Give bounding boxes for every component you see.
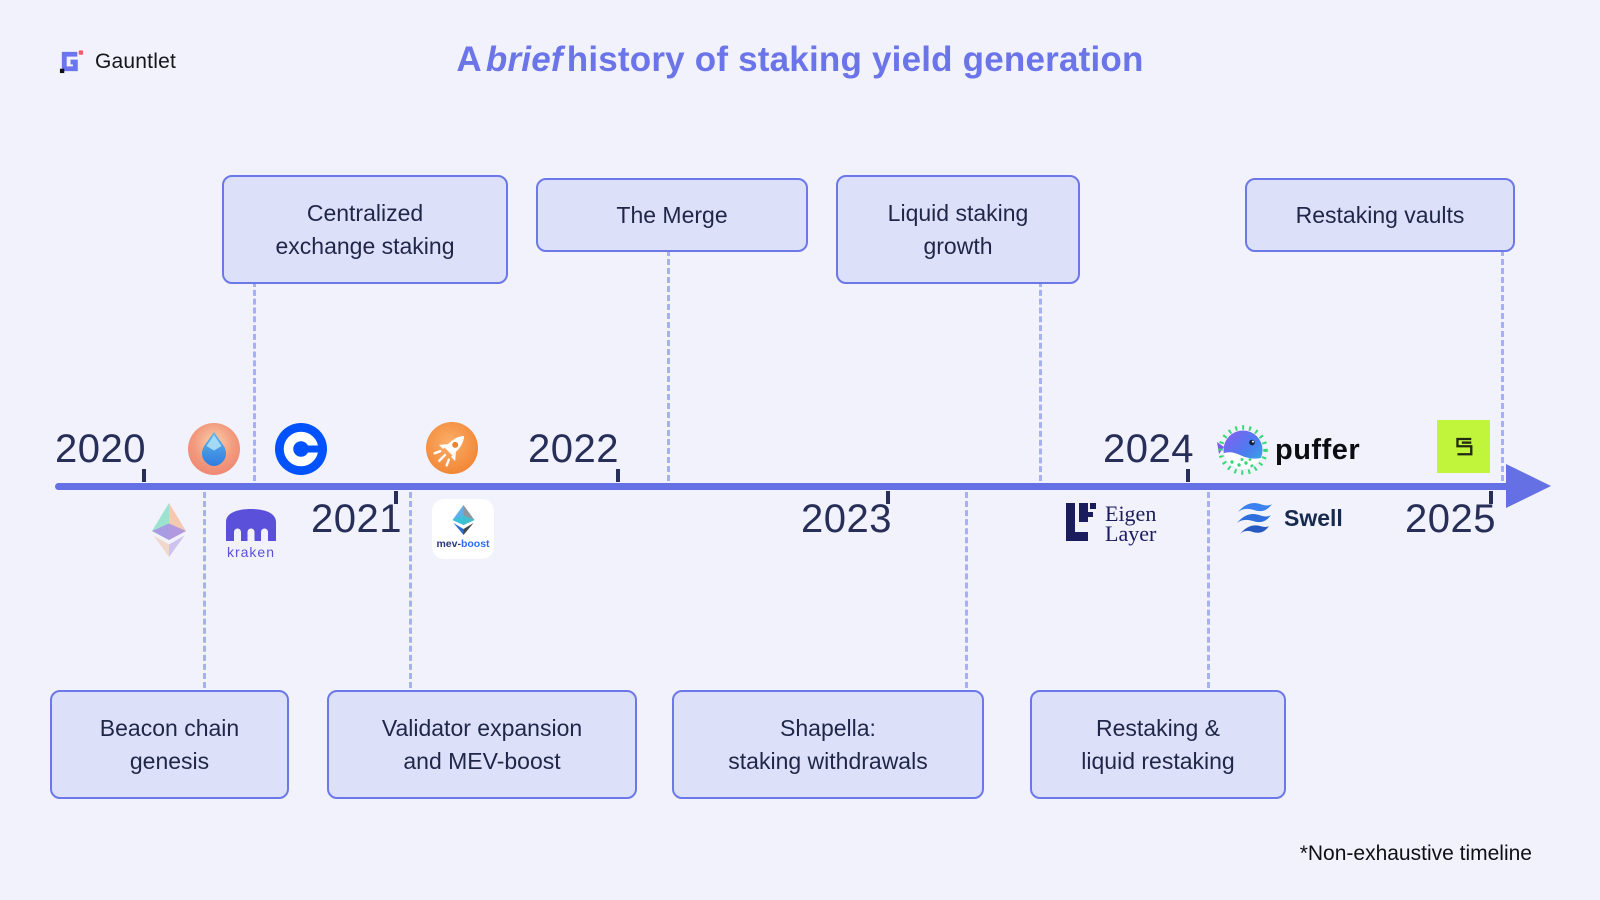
year-tick-2022 xyxy=(616,469,620,482)
connector-restaking-vaults xyxy=(1501,250,1504,481)
connector-merge xyxy=(667,250,670,481)
connector-shapella xyxy=(965,492,968,688)
rocketpool-logo-icon xyxy=(426,422,478,479)
swell-wave-icon xyxy=(1237,503,1272,534)
gauntlet-logo-icon xyxy=(59,50,84,74)
year-label-2020: 2020 xyxy=(55,427,146,471)
year-label-2021: 2021 xyxy=(311,497,402,541)
connector-beacon xyxy=(203,492,206,688)
gauntlet-brand: Gauntlet xyxy=(58,48,176,75)
footer-disclaimer: *Non-exhaustive timeline xyxy=(1299,842,1532,865)
event-box-restaking-liquid-restaking: Restaking & liquid restaking xyxy=(1030,690,1286,799)
year-tick-2024 xyxy=(1186,469,1190,482)
swell-wordmark: Swell xyxy=(1284,504,1343,531)
symbiotic-logo-icon xyxy=(1437,420,1490,473)
connector-validator xyxy=(409,492,412,688)
year-tick-2021 xyxy=(394,491,398,504)
year-tick-2025 xyxy=(1489,491,1493,504)
mev-boost-logo: mev-boost xyxy=(432,499,494,559)
eigenlayer-logo: Eigen Layer xyxy=(1066,501,1157,547)
year-tick-2020 xyxy=(142,469,146,482)
connector-centralized xyxy=(253,281,256,481)
puffer-fish-icon xyxy=(1217,425,1268,475)
event-box-liquid-staking-growth: Liquid staking growth xyxy=(836,175,1080,284)
year-tick-2023 xyxy=(886,491,890,504)
year-label-2024: 2024 xyxy=(1103,427,1194,471)
event-box-the-merge: The Merge xyxy=(536,178,808,252)
eigenlayer-icon xyxy=(1066,503,1096,541)
kraken-logo: kraken xyxy=(224,508,278,560)
coinbase-logo-icon xyxy=(275,423,327,480)
event-box-beacon-chain-genesis: Beacon chain genesis xyxy=(50,690,289,799)
year-label-2023: 2023 xyxy=(801,497,892,541)
swell-logo: Swell xyxy=(1232,496,1343,540)
puffer-logo: puffer xyxy=(1216,424,1360,476)
timeline-arrow-icon xyxy=(1506,464,1551,508)
event-box-centralized-exchange-staking: Centralized exchange staking xyxy=(222,175,508,284)
kraken-icon xyxy=(226,509,276,541)
connector-liquid-staking xyxy=(1039,281,1042,481)
brand-name: Gauntlet xyxy=(95,49,176,73)
puffer-wordmark: puffer xyxy=(1275,433,1361,466)
eigenlayer-wordmark: Eigen Layer xyxy=(1105,501,1157,547)
connector-restaking-liquid xyxy=(1207,492,1210,688)
lido-logo-icon xyxy=(188,423,240,480)
event-box-validator-expansion: Validator expansion and MEV-boost xyxy=(327,690,637,799)
year-label-2025: 2025 xyxy=(1405,497,1496,541)
mev-boost-diamond-icon xyxy=(452,505,474,535)
ethereum-logo-icon xyxy=(152,503,186,562)
year-label-2022: 2022 xyxy=(528,427,619,471)
kraken-wordmark: kraken xyxy=(226,544,276,560)
event-box-restaking-vaults: Restaking vaults xyxy=(1245,178,1515,252)
mev-boost-wordmark: mev-boost xyxy=(436,538,490,550)
timeline-bar xyxy=(55,483,1511,490)
event-box-shapella: Shapella: staking withdrawals xyxy=(672,690,984,799)
